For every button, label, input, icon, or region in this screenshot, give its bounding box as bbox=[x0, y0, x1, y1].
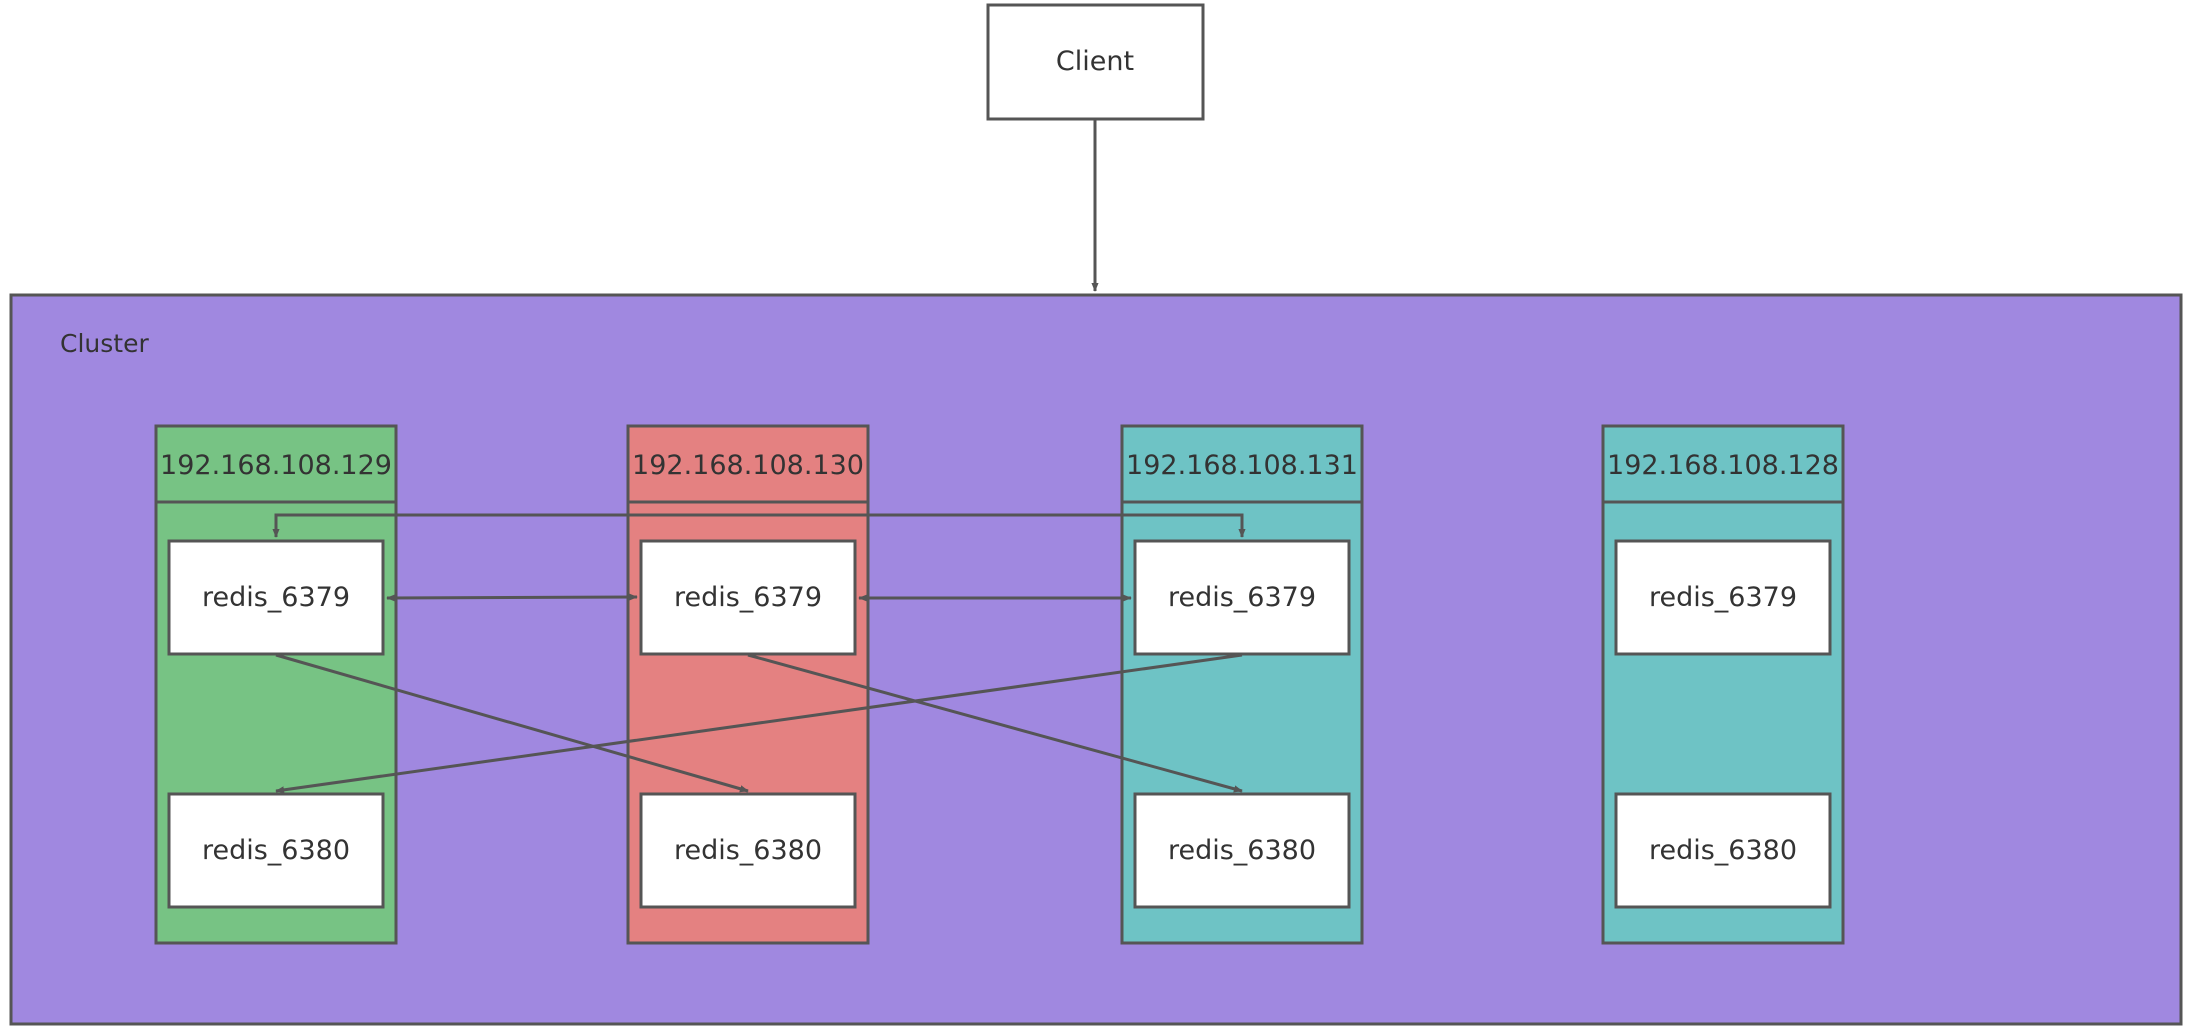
instance-label: redis_6379 bbox=[1168, 582, 1316, 613]
instance-label: redis_6380 bbox=[1168, 835, 1316, 866]
edge-130-6379-to-131-6380 bbox=[747, 653, 1243, 793]
edge-129-6379-to-131-6379 bbox=[272, 513, 1246, 538]
host-group-129: 192.168.108.129 redis_6379 redis_6380 bbox=[154, 424, 398, 945]
instance-box-redis-6379[interactable] bbox=[1133, 539, 1351, 656]
instance-label: redis_6379 bbox=[1649, 582, 1797, 613]
cluster-label: Cluster bbox=[60, 329, 149, 358]
instance-label: redis_6379 bbox=[202, 582, 350, 613]
client-label: Client bbox=[1056, 46, 1134, 77]
host-group-128: 192.168.108.128 redis_6379 redis_6380 bbox=[1601, 424, 1845, 945]
instance-label: redis_6380 bbox=[674, 835, 822, 866]
host-ip-label: 192.168.108.129 bbox=[160, 450, 392, 481]
host-ip-label: 192.168.108.128 bbox=[1607, 450, 1839, 481]
instance-label: redis_6380 bbox=[202, 835, 350, 866]
instance-box-redis-6379[interactable] bbox=[639, 539, 857, 656]
host-ip-label: 192.168.108.131 bbox=[1126, 450, 1358, 481]
edge-129-6379-to-130-6380 bbox=[275, 653, 749, 793]
instance-label: redis_6379 bbox=[674, 582, 822, 613]
host-ip-label: 192.168.108.130 bbox=[632, 450, 864, 481]
instance-box-redis-6380[interactable] bbox=[1614, 792, 1832, 909]
instance-box-redis-6379[interactable] bbox=[1614, 539, 1832, 656]
edge-131-6379-to-129-6380 bbox=[275, 653, 1243, 794]
host-group-130: 192.168.108.130 redis_6379 redis_6380 bbox=[626, 424, 870, 945]
edge-129-6379-to-130-6379 bbox=[386, 593, 638, 602]
instance-box-redis-6380[interactable] bbox=[1133, 792, 1351, 909]
instance-label: redis_6380 bbox=[1649, 835, 1797, 866]
host-group-131: 192.168.108.131 redis_6379 redis_6380 bbox=[1120, 424, 1364, 945]
instance-box-redis-6380[interactable] bbox=[639, 792, 857, 909]
instance-box-redis-6380[interactable] bbox=[167, 792, 385, 909]
client-box[interactable] bbox=[986, 3, 1205, 121]
instance-box-redis-6379[interactable] bbox=[167, 539, 385, 656]
